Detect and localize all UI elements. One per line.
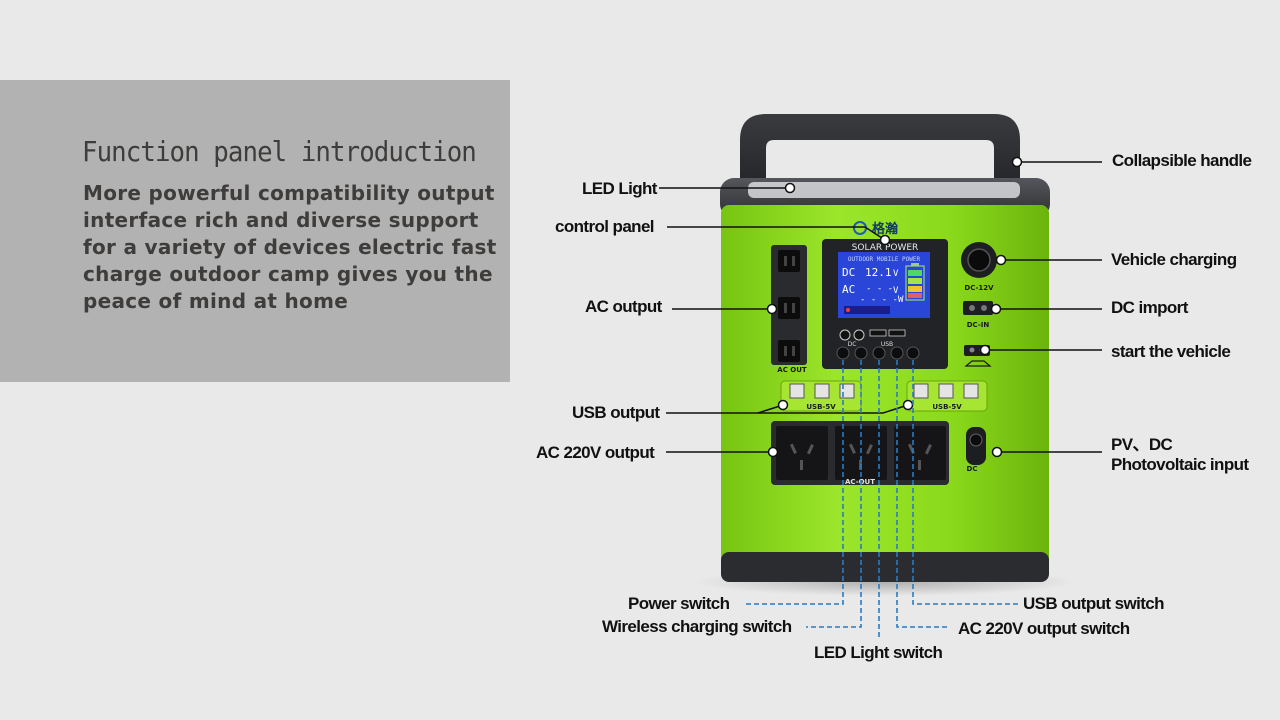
status-dot <box>846 308 850 312</box>
label-led-light: LED Light <box>582 179 657 198</box>
label-led-light-switch: LED Light switch <box>814 643 943 662</box>
intro-title: Function panel introduction <box>82 135 477 168</box>
label-usb-output: USB output <box>572 403 660 422</box>
pv-input-port: DC <box>966 427 986 473</box>
usb-5v-left-label: USB-5V <box>806 403 836 411</box>
dc-in-port: DC-IN <box>963 301 993 329</box>
dc-12v-label: DC-12V <box>964 284 994 292</box>
car-socket: DC-12V <box>961 242 997 292</box>
brand-text: 格瀚 <box>872 221 898 237</box>
handle-graphic <box>740 114 1020 205</box>
panel-small-ports: DC USB <box>839 329 906 348</box>
intro-body: More powerful compatibility output inter… <box>83 181 497 313</box>
intro-panel <box>0 80 510 382</box>
label-start-vehicle: start the vehicle <box>1111 342 1231 361</box>
label-vehicle-charging: Vehicle charging <box>1111 250 1237 269</box>
ac-unit: V <box>893 286 899 296</box>
label-dc-import: DC import <box>1111 298 1188 317</box>
dc-in-label: DC-IN <box>967 321 990 329</box>
watt-value: - - - - <box>860 295 898 305</box>
ac-value: - - - <box>866 284 893 294</box>
label-pv-dc-input: PV、DC Photovoltaic input <box>1111 435 1249 474</box>
label-ac-220v-switch: AC 220V output switch <box>958 619 1130 638</box>
ac-220v-outlets: AC-OUT <box>771 421 949 486</box>
dc-value: 12.1 <box>865 266 892 279</box>
lcd-status-bar <box>844 306 890 314</box>
dc-side-label: DC <box>967 465 978 473</box>
device-base <box>721 552 1049 582</box>
led-light-bar <box>748 182 1020 198</box>
usb-ports-left: USB-5V <box>780 380 862 412</box>
label-ac-output: AC output <box>585 297 662 316</box>
panel-header: SOLAR POWER <box>852 243 919 253</box>
label-control-panel: control panel <box>555 217 655 236</box>
battery-icon <box>905 263 925 301</box>
ac-small-outlets: AC OUT <box>771 245 807 374</box>
label-wireless-switch: Wireless charging switch <box>602 617 792 636</box>
panel-switches <box>836 346 920 360</box>
label-collapsible-handle: Collapsible handle <box>1112 151 1252 170</box>
label-ac-220v-output: AC 220V output <box>536 443 655 462</box>
label-power-switch: Power switch <box>628 594 730 613</box>
dc-label: DC <box>842 266 855 279</box>
ac-label: AC <box>842 283 855 296</box>
usb-ports-right: USB-5V <box>906 380 988 412</box>
watt-unit: W <box>898 295 904 305</box>
panel-dc-label: DC <box>848 341 857 348</box>
dc-unit: V <box>893 269 899 279</box>
ac-out-small-label: AC OUT <box>777 366 807 374</box>
panel-usb-label: USB <box>881 341 893 348</box>
label-usb-output-switch: USB output switch <box>1023 594 1165 613</box>
callout-dots <box>766 156 1023 458</box>
switch-leaders <box>743 360 1018 640</box>
usb-5v-right-label: USB-5V <box>932 403 962 411</box>
ac-out-big-label: AC-OUT <box>845 478 875 486</box>
screen-title: OUTDOOR MOBILE POWER <box>848 256 921 263</box>
